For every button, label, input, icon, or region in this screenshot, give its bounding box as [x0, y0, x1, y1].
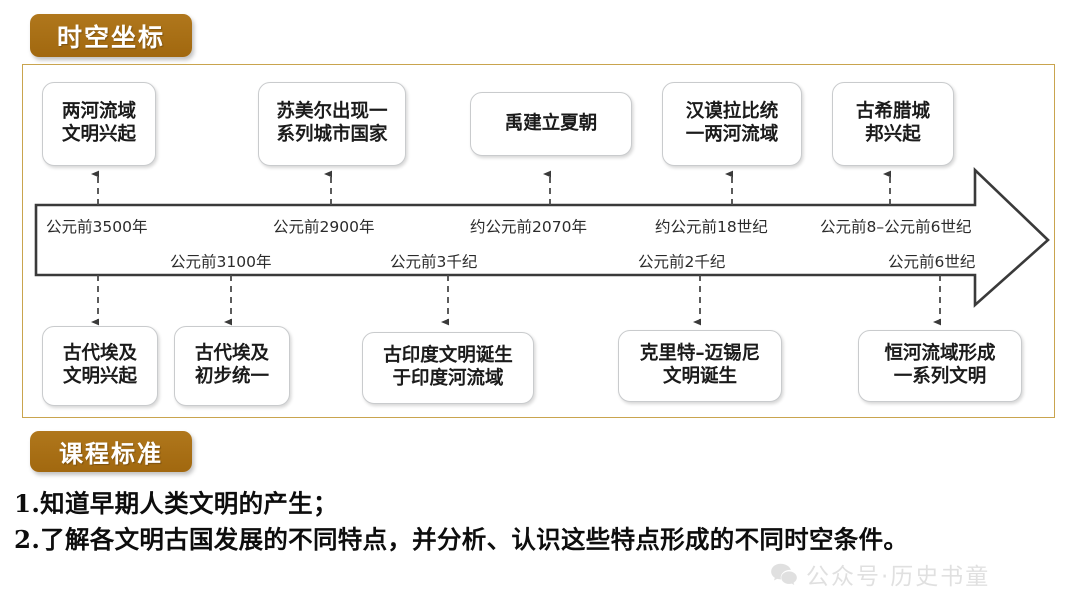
timeline-event-box-top-3[interactable]: 禹建立夏朝 [470, 92, 632, 156]
course-standard-line-1: 1.知道早期人类文明的产生； [14, 489, 338, 518]
timeline-event-box-top-1[interactable]: 两河流域 文明兴起 [42, 82, 156, 166]
timeline-date-lower-4: 公元前6世纪 [888, 253, 976, 271]
timeline-event-box-bottom-3[interactable]: 古印度文明诞生 于印度河流域 [362, 332, 534, 404]
watermark-text: 公众号·历史书童 [806, 564, 991, 590]
timeline-event-box-top-5[interactable]: 古希腊城 邦兴起 [832, 82, 954, 166]
timeline-date-upper-2: 公元前2900年 [273, 218, 375, 236]
timeline-event-box-bottom-1[interactable]: 古代埃及 文明兴起 [42, 326, 158, 406]
timeline-event-box-top-2[interactable]: 苏美尔出现一 系列城市国家 [258, 82, 406, 166]
timeline-date-lower-1: 公元前3100年 [170, 253, 272, 271]
course-standard-line-2: 2.了解各文明古国发展的不同特点，并分析、认识这些特点形成的不同时空条件。 [14, 525, 909, 554]
wechat-icon [771, 563, 797, 586]
timeline-date-upper-3: 约公元前2070年 [470, 218, 587, 236]
timeline-date-upper-1: 公元前3500年 [46, 218, 148, 236]
watermark: 公众号·历史书童 [770, 557, 990, 591]
timeline-event-box-bottom-2[interactable]: 古代埃及 初步统一 [174, 326, 290, 406]
timeline-date-upper-4: 约公元前18世纪 [655, 218, 768, 236]
timeline-event-box-top-4[interactable]: 汉谟拉比统 一两河流域 [662, 82, 802, 166]
timeline-date-lower-3: 公元前2千纪 [638, 253, 726, 271]
timeline-date-lower-2: 公元前3千纪 [390, 253, 478, 271]
section-badge-spacetime: 时空坐标 [30, 14, 192, 57]
timeline-date-upper-5: 公元前8–公元前6世纪 [820, 218, 972, 236]
timeline-event-box-bottom-4[interactable]: 克里特–迈锡尼 文明诞生 [618, 330, 782, 402]
section-badge-course-standard: 课程标准 [30, 431, 192, 472]
timeline-event-box-bottom-5[interactable]: 恒河流域形成 一系列文明 [858, 330, 1022, 402]
